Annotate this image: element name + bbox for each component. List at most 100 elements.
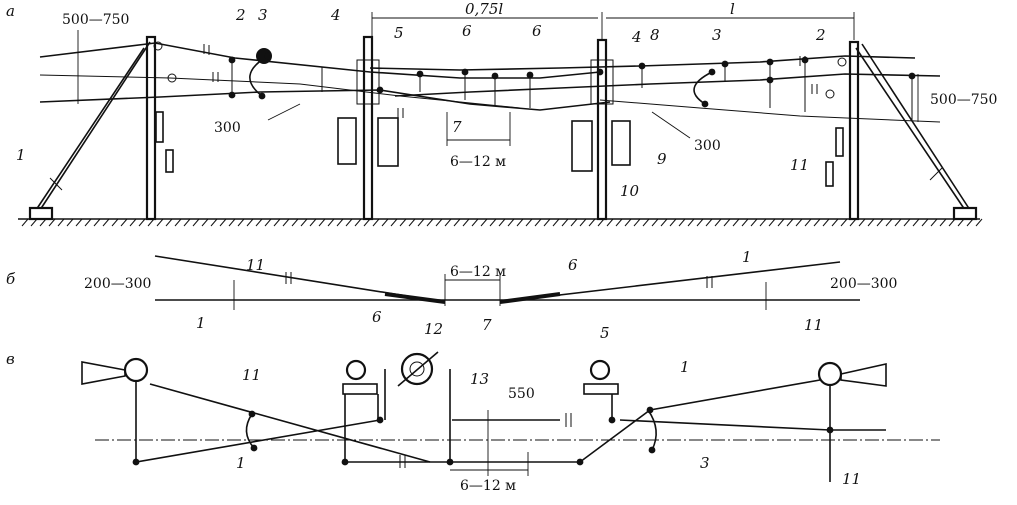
ground-hatch-mark <box>876 218 884 227</box>
ground-hatch-mark <box>975 218 983 227</box>
connection-dot <box>258 92 266 100</box>
connection-dot <box>638 62 646 70</box>
connection-dot <box>908 72 916 80</box>
ground-hatch-mark <box>327 218 335 227</box>
ground-hatch-mark <box>642 218 650 227</box>
ground-hatch-mark <box>291 218 299 227</box>
ground-hatch-mark <box>903 218 911 227</box>
ground-hatch-mark <box>606 218 614 227</box>
connection-dot <box>341 458 349 466</box>
view-a-callout: 9 <box>657 150 667 168</box>
ground-hatch-mark <box>561 218 569 227</box>
ground-hatch-mark <box>867 218 875 227</box>
pole-insulator-right-bot <box>825 89 835 99</box>
v-transformer-inner <box>409 361 425 377</box>
ground-hatch-mark <box>39 218 47 227</box>
connection-dot <box>701 100 709 108</box>
view-a-callout: 3 <box>712 26 722 44</box>
view-a-callout: 1 <box>16 146 26 164</box>
view-a-callout: 3 <box>258 6 268 24</box>
ground-hatch-mark <box>66 218 74 227</box>
ground-hatch-mark <box>48 218 56 227</box>
ground-hatch-mark <box>849 218 857 227</box>
ground-hatch-mark <box>858 218 866 227</box>
ground-hatch-mark <box>624 218 632 227</box>
view-a-label: а <box>6 2 15 20</box>
ground-hatch-mark <box>750 218 758 227</box>
dim-label-500-750-left: 500—750 <box>62 12 129 28</box>
connection-dot <box>576 458 584 466</box>
view-a: а <box>6 0 997 227</box>
ground-hatch-mark <box>111 218 119 227</box>
ground-hatch-mark <box>939 218 947 227</box>
pole-mid-left <box>362 35 374 221</box>
disconnector-drive-left-1 <box>155 111 164 143</box>
dim-label-075l: 0,75l <box>465 0 503 18</box>
ground-hatch-mark <box>426 218 434 227</box>
ground-hatch-mark <box>84 218 92 227</box>
ground-hatch-mark <box>237 218 245 227</box>
connection-dot <box>648 446 656 454</box>
ground-hatch-mark <box>579 218 587 227</box>
view-a-callout: 2 <box>235 6 246 24</box>
insulators-a <box>203 44 818 118</box>
ground-hatch-mark <box>399 218 407 227</box>
v-air-switch-left <box>245 413 255 449</box>
v-disconnector-base-left <box>342 383 378 395</box>
ground-hatch-mark <box>462 218 470 227</box>
ground-hatching-a <box>21 218 983 227</box>
ground-hatch-mark <box>228 218 236 227</box>
v-air-switch-right <box>647 409 657 451</box>
ground-hatch-mark <box>813 218 821 227</box>
v-bracket-right <box>840 363 887 387</box>
view-a-callout: 5 <box>394 24 404 42</box>
view-v-callout: 11 <box>842 470 861 488</box>
dim-label-6-12-v: 6—12 м <box>460 478 516 494</box>
connection-dot <box>721 60 729 68</box>
anchor-block-left <box>28 206 54 221</box>
view-b-callout: 7 <box>482 316 492 334</box>
ground-hatch-mark <box>138 218 146 227</box>
ground-hatch-mark <box>498 218 506 227</box>
ground-hatch-mark <box>741 218 749 227</box>
ground-hatch-mark <box>390 218 398 227</box>
connection-dot <box>250 444 258 452</box>
air-switch-right <box>693 71 713 105</box>
ground-hatch-mark <box>633 218 641 227</box>
left-section-messenger <box>39 42 601 79</box>
guy-insulator-right <box>929 167 943 181</box>
ground-hatch-mark <box>453 218 461 227</box>
ground-hatch-mark <box>894 218 902 227</box>
ground-hatch-mark <box>786 218 794 227</box>
pole-left <box>145 35 157 221</box>
ground-hatch-mark <box>156 218 164 227</box>
ground-hatch-mark <box>588 218 596 227</box>
ground-hatch-mark <box>705 218 713 227</box>
ground-hatch-mark <box>219 218 227 227</box>
ground-hatch-mark <box>732 218 740 227</box>
ground-hatch-mark <box>309 218 317 227</box>
view-a-callout: 7 <box>452 118 462 136</box>
anchor-guy-left <box>39 41 151 211</box>
anchor-block-right <box>952 206 978 221</box>
ground-hatch-mark <box>777 218 785 227</box>
v-bracket-left <box>81 361 126 385</box>
ground-hatch-mark <box>336 218 344 227</box>
ground-hatch-mark <box>120 218 128 227</box>
ground-hatch-mark <box>966 218 974 227</box>
view-a-callout: 10 <box>620 182 640 200</box>
connection-dot <box>446 458 454 466</box>
ground-hatch-mark <box>363 218 371 227</box>
ground-hatch-mark <box>183 218 191 227</box>
ground-hatch-mark <box>210 218 218 227</box>
ground-hatch-mark <box>174 218 182 227</box>
disconnector-drive-right-2 <box>825 161 834 187</box>
ground-hatch-mark <box>651 218 659 227</box>
ground-hatch-mark <box>264 218 272 227</box>
v-disconnector-left <box>345 359 367 381</box>
bracket-mid-right <box>590 59 614 105</box>
v-jumpers <box>344 369 560 462</box>
